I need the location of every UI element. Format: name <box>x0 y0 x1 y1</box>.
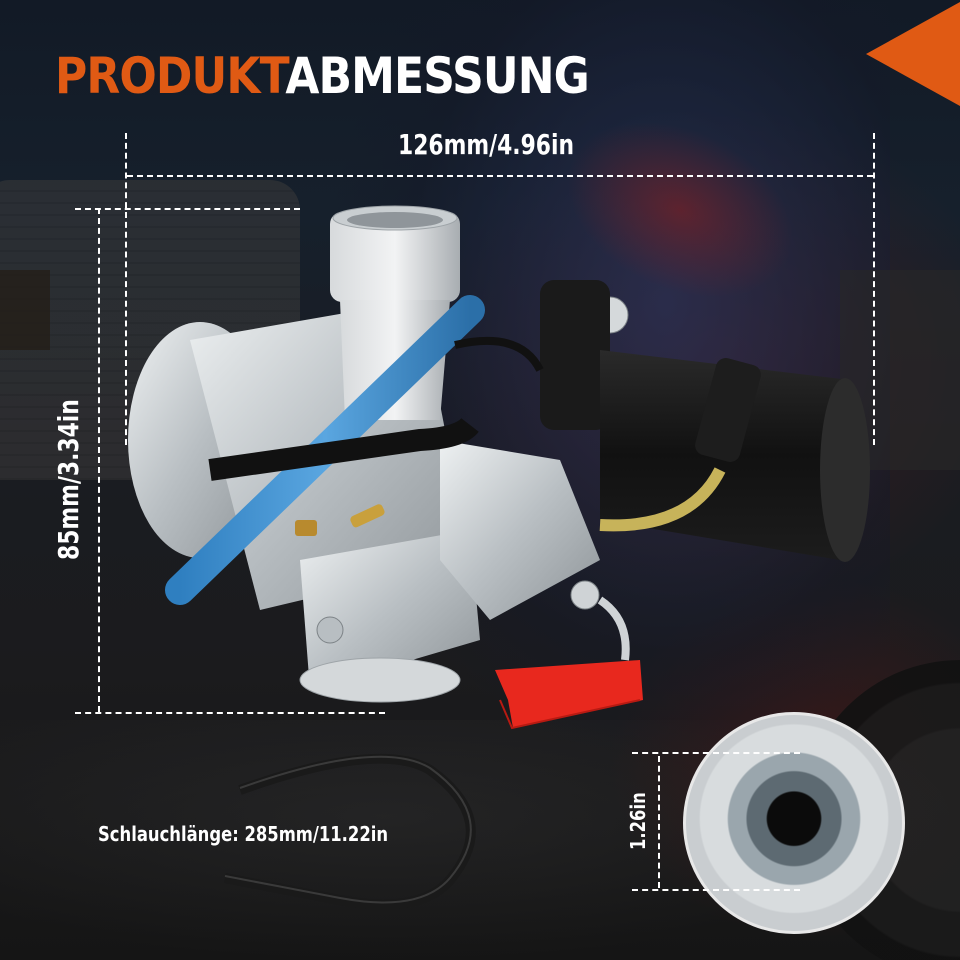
inlet-guide-bottom <box>632 889 800 891</box>
orange-triangle-decoration <box>866 2 960 106</box>
inlet-guide-top <box>632 752 800 754</box>
height-label: 85mm/3.34in <box>52 399 85 560</box>
hose-length-label: Schlauchlänge: 285mm/11.22in <box>98 822 389 846</box>
page-title: PRODUKTABMESSUNG <box>55 46 590 106</box>
height-dimension-line <box>98 208 100 712</box>
title-main: ABMESSUNG <box>285 47 589 105</box>
inlet-label: 1.26in <box>626 792 650 850</box>
width-dimension-line <box>127 175 873 177</box>
title-accent: PRODUKT <box>55 47 286 105</box>
width-guide-right <box>873 133 875 445</box>
width-guide-left <box>125 133 127 445</box>
background-caravan-window <box>0 270 50 350</box>
inlet-closeup-image <box>683 712 905 934</box>
height-guide-top <box>75 208 300 210</box>
width-label: 126mm/4.96in <box>398 128 574 161</box>
inlet-dimension-line <box>658 756 660 888</box>
height-guide-bottom <box>75 712 385 714</box>
